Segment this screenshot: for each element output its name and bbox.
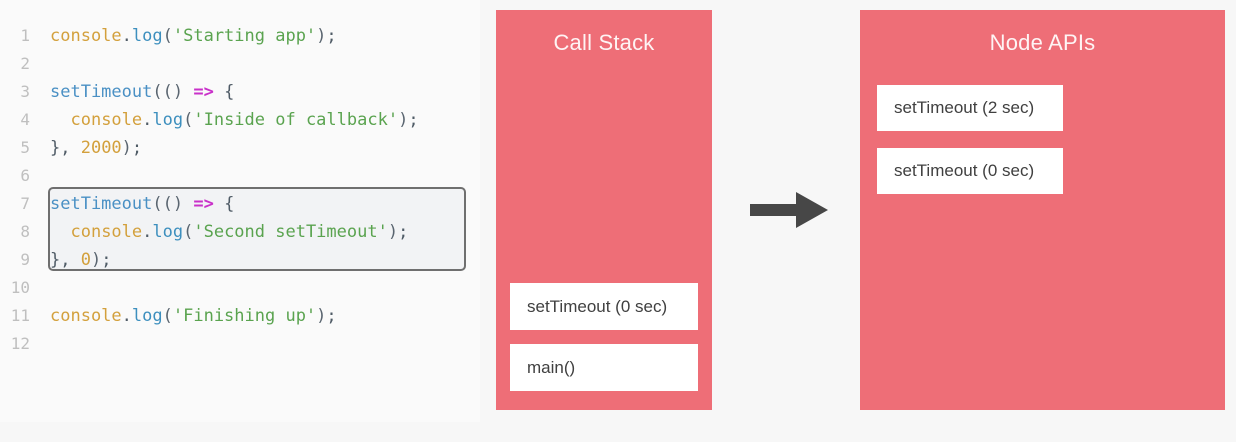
code-line: 5 }, 2000); xyxy=(0,134,480,162)
line-number: 12 xyxy=(10,334,30,353)
code-line-text[interactable]: setTimeout(() => { xyxy=(50,82,235,102)
node-api-task[interactable]: setTimeout (2 sec) xyxy=(877,85,1063,131)
code-line-highlighted: 8 console.log('Second setTimeout'); xyxy=(0,218,480,246)
call-stack-title: Call Stack xyxy=(553,30,655,55)
line-number: 2 xyxy=(20,54,30,73)
node-apis-title: Node APIs xyxy=(989,30,1096,55)
code-line: 4 console.log('Inside of callback'); xyxy=(0,106,480,134)
code-line-highlighted: 7 setTimeout(() => { xyxy=(0,190,480,218)
line-number: 10 xyxy=(10,278,30,297)
line-number: 4 xyxy=(20,110,30,129)
code-line-text[interactable]: console.log('Inside of callback'); xyxy=(70,110,419,130)
call-stack-panel: Call Stack setTimeout (0 sec) main() xyxy=(496,10,712,410)
code-highlight-box xyxy=(48,187,466,271)
code-line-highlighted: 9 }, 0); xyxy=(0,246,480,274)
line-number: 3 xyxy=(20,82,30,101)
code-line-list: 1 console.log('Starting app'); 2 3 setTi… xyxy=(0,22,480,358)
code-line-text[interactable]: console.log('Finishing up'); xyxy=(50,306,337,326)
code-line-text[interactable]: console.log('Second setTimeout'); xyxy=(70,222,409,242)
code-line: 12 xyxy=(0,330,480,358)
line-number: 8 xyxy=(20,222,30,241)
code-line-text[interactable]: console.log('Starting app'); xyxy=(50,26,337,46)
code-editor-pane: 1 console.log('Starting app'); 2 3 setTi… xyxy=(0,0,480,422)
call-stack-frame[interactable]: main() xyxy=(510,344,698,391)
line-number: 1 xyxy=(20,26,30,45)
code-line: 11 console.log('Finishing up'); xyxy=(0,302,480,330)
node-apis-panel: Node APIs setTimeout (2 sec) setTimeout … xyxy=(860,10,1225,410)
right-arrow-icon xyxy=(750,192,828,228)
code-line: 3 setTimeout(() => { xyxy=(0,78,480,106)
line-number: 6 xyxy=(20,166,30,185)
code-line: 2 xyxy=(0,50,480,78)
code-line-text[interactable]: }, 0); xyxy=(50,250,112,270)
line-number: 5 xyxy=(20,138,30,157)
code-line-text[interactable]: setTimeout(() => { xyxy=(50,194,235,214)
line-number: 11 xyxy=(10,306,30,325)
code-line: 6 xyxy=(0,162,480,190)
call-stack-frame[interactable]: setTimeout (0 sec) xyxy=(510,283,698,330)
code-line-text[interactable]: }, 2000); xyxy=(50,138,143,158)
line-number: 7 xyxy=(20,194,30,213)
node-api-task[interactable]: setTimeout (0 sec) xyxy=(877,148,1063,194)
code-line: 1 console.log('Starting app'); xyxy=(0,22,480,50)
line-number: 9 xyxy=(20,250,30,269)
event-loop-diagram: 1 console.log('Starting app'); 2 3 setTi… xyxy=(0,0,1225,422)
code-line: 10 xyxy=(0,274,480,302)
